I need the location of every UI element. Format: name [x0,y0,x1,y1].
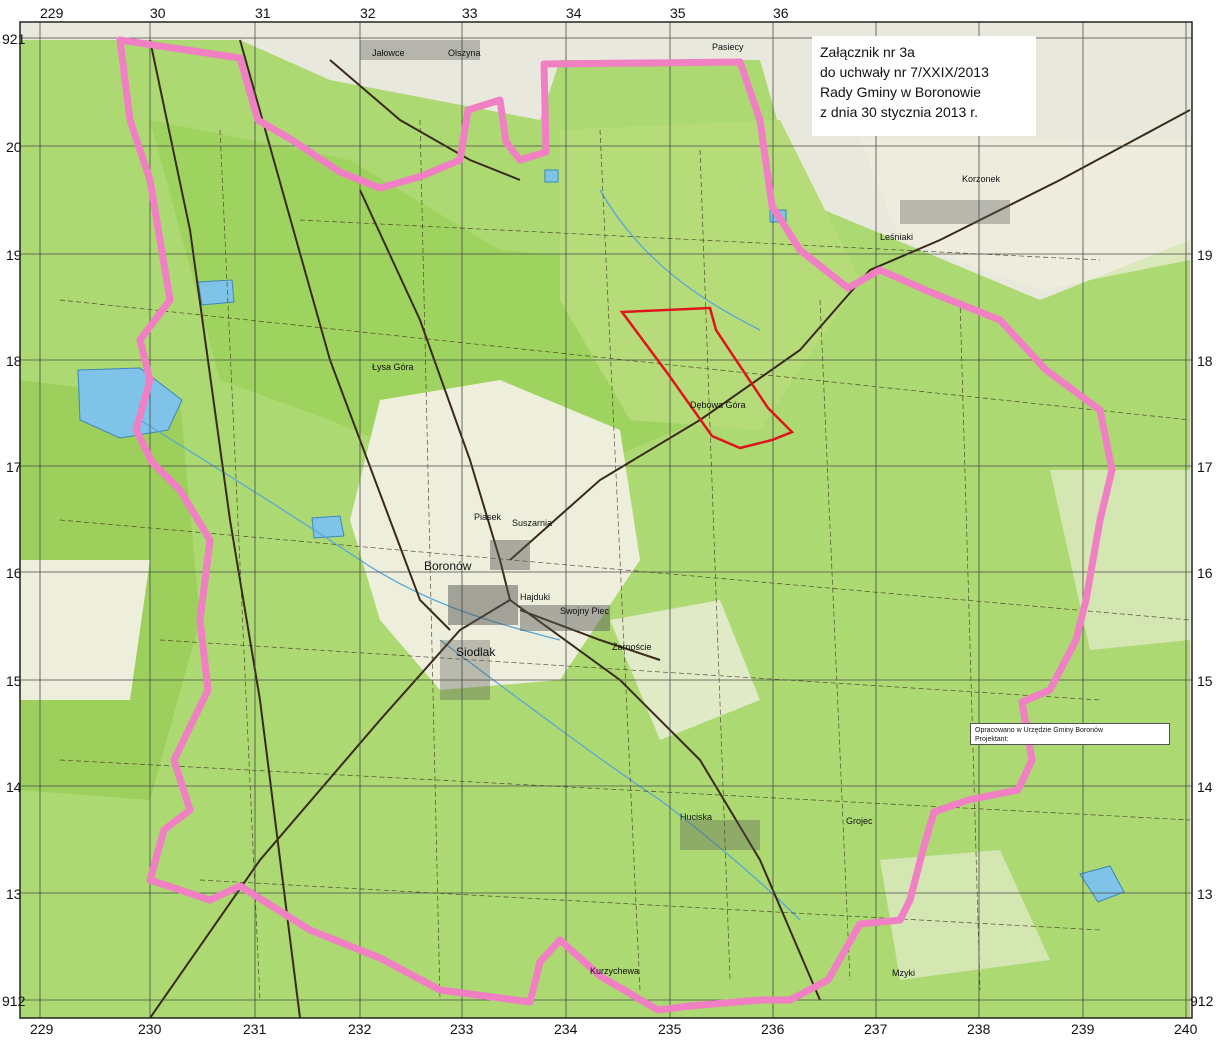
annex-line: do uchwały nr 7/XXIX/2013 [820,64,989,80]
grid-label-left: 19 [6,247,22,263]
place-pasiecy: Pasiecy [712,42,744,52]
grid-label-bottom: 240 [1174,1021,1198,1037]
place-korzonek: Korzonek [962,174,1001,184]
grid-label-left: 921 [2,31,26,47]
annex-caption: Załącznik nr 3a do uchwały nr 7/XXIX/201… [812,36,1036,136]
grid-label-top: 32 [360,5,376,21]
grid-label-top: 229 [40,5,64,21]
grid-label-right: 16 [1197,565,1213,581]
grid-label-top: 34 [566,5,582,21]
place-zarnoscie: Żarnoście [612,642,652,652]
grid-label-top: 31 [255,5,271,21]
grid-label-right: 912 [1190,993,1214,1009]
km-grid [20,22,1192,1018]
map-frame [19,21,1193,1019]
credit-box: Opracowano w Urzędzie Gminy Boronów Proj… [970,723,1170,745]
grid-label-right: 18 [1197,353,1213,369]
grid-label-top: 36 [773,5,789,21]
grid-label-bottom: 235 [658,1021,682,1037]
grid-label-top: 30 [150,5,166,21]
settlements [360,40,1010,850]
place-jalowce: Jałowce [372,48,405,58]
place-swojny-piec: Swojny Piec [560,606,610,616]
grid-label-bottom: 234 [554,1021,578,1037]
place-debowa-gora: Dębowa Góra [690,400,746,410]
grid-label-right: 17 [1197,459,1213,475]
grid-label-left: 15 [6,673,22,689]
credit-line: Projektant: [975,736,1009,743]
place-hajduki: Hajduki [520,592,550,602]
place-siodlak: Siodlak [456,645,496,659]
grid-label-bottom: 231 [243,1021,267,1037]
place-olszyna: Olszyna [448,48,481,58]
annex-line: Rady Gminy w Boronowie [820,84,982,100]
grid-label-bottom: 233 [450,1021,474,1037]
grid-label-left: 14 [6,779,22,795]
grid-label-left: 13 [6,886,22,902]
annex-line: Załącznik nr 3a [820,44,915,60]
grid-label-top: 35 [670,5,686,21]
commune-boundary [116,36,1116,1014]
grid-label-bottom: 238 [967,1021,991,1037]
roads [149,39,1191,1019]
study-area-outline [619,306,795,450]
grid-label-bottom: 230 [138,1021,162,1037]
grid-label-bottom: 239 [1071,1021,1095,1037]
place-lysa-gora: Łysa Góra [372,362,414,372]
grid-label-left: 20 [6,139,22,155]
grid-label-right: 13 [1197,886,1213,902]
grid-label-left: 912 [2,993,26,1009]
grid-label-bottom: 236 [761,1021,785,1037]
grid-label-left: 16 [6,565,22,581]
place-grojec: Grojec [846,816,873,826]
place-suszarnia: Suszarnia [512,518,552,528]
place-lesniaki: Leśniaki [880,232,913,242]
grid-label-bottom: 229 [30,1021,54,1037]
annex-line: z dnia 30 stycznia 2013 r. [820,104,978,120]
place-boronow: Boronów [424,559,472,573]
grid-label-bottom: 232 [348,1021,372,1037]
grid-label-bottom: 237 [864,1021,888,1037]
place-piasek: Piasek [474,512,502,522]
place-huciska: Huciska [680,812,712,822]
place-kurzychewa: Kurzychewa [590,966,639,976]
credit-line: Opracowano w Urzędzie Gminy Boronów [975,727,1103,734]
open-land-areas [20,140,1190,980]
water-bodies [77,169,1125,903]
grid-label-right: 19 [1197,247,1213,263]
grid-label-right: 14 [1197,779,1213,795]
grid-label-left: 18 [6,353,22,369]
place-mzyki: Mzyki [892,968,915,978]
grid-label-top: 33 [462,5,478,21]
grid-label-right: 15 [1197,673,1213,689]
grid-label-left: 17 [6,459,22,475]
